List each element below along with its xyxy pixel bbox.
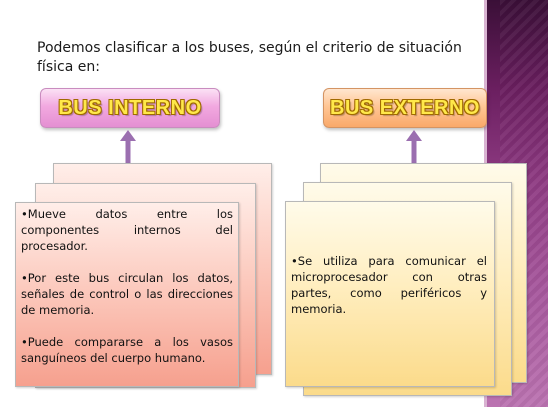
bus-externo-heading: BUS EXTERNO: [323, 88, 487, 128]
arrow-up-icon: [120, 130, 136, 163]
external-content-card: [285, 201, 495, 387]
bullet-item: •Puede compararse a los vasos sanguíneos…: [21, 335, 233, 365]
bullet-item: •Se utiliza para comunicar el microproce…: [291, 254, 487, 316]
internal-content-card: [15, 202, 239, 387]
bullet-item: •Mueve datos entre los componentes inter…: [21, 207, 233, 253]
internal-bullet-list: •Mueve datos entre los componentes inter…: [21, 206, 233, 366]
arrow-up-icon: [406, 130, 422, 163]
bullet-item: •Por este bus circulan los datos, señale…: [21, 271, 233, 317]
external-bullet-list: •Se utiliza para comunicar el microproce…: [291, 253, 487, 317]
slide-title: Podemos clasificar a los buses, según el…: [37, 40, 462, 75]
bus-interno-heading: BUS INTERNO: [40, 88, 220, 128]
